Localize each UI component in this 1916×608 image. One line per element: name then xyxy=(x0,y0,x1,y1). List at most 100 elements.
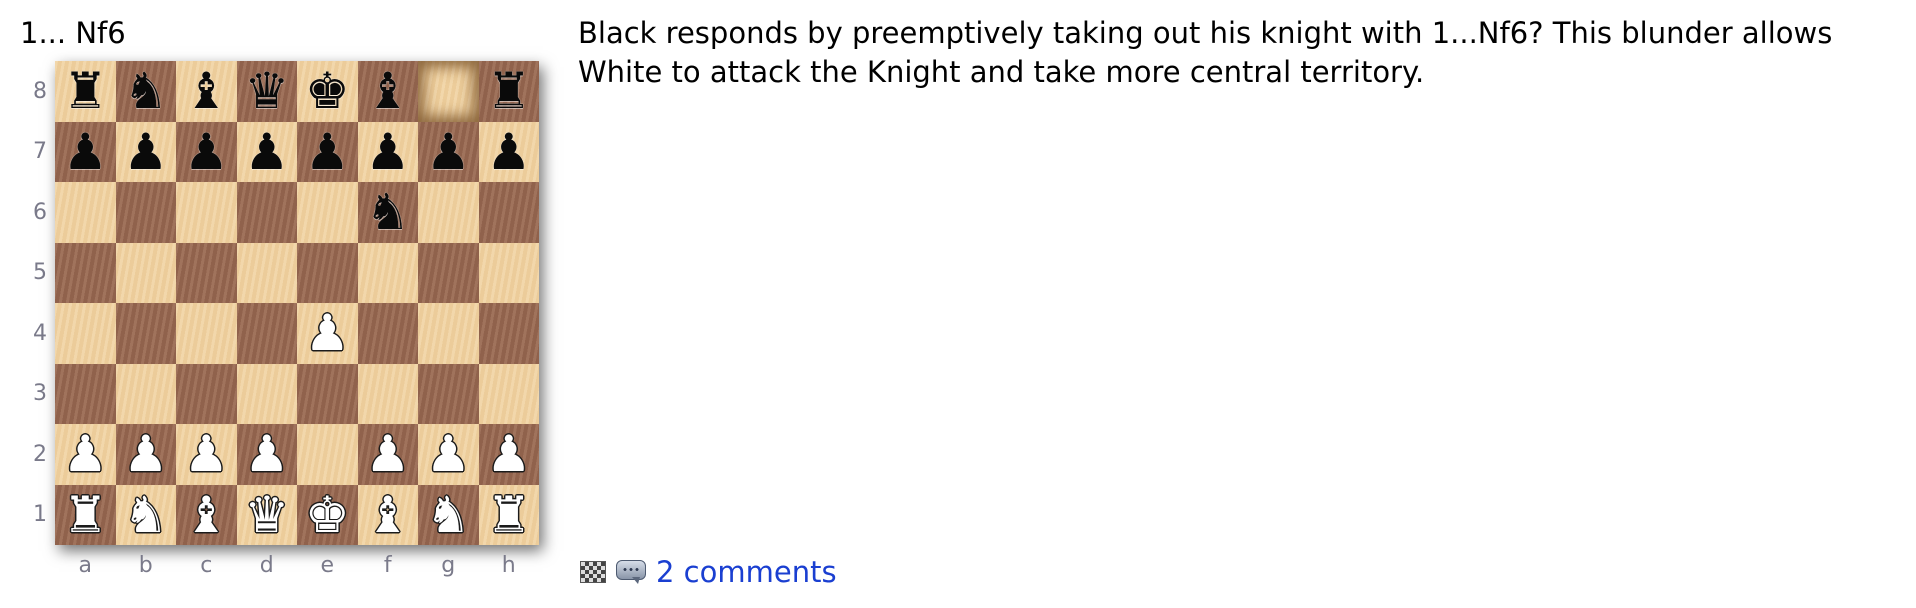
square-e4[interactable]: ♟ xyxy=(297,303,358,364)
white-pawn-icon[interactable]: ♟ xyxy=(244,425,290,484)
square-d8[interactable]: ♛ xyxy=(236,61,297,122)
white-pawn-icon[interactable]: ♟ xyxy=(123,425,169,484)
square-c8[interactable]: ♝ xyxy=(176,61,237,122)
square-b2[interactable]: ♟ xyxy=(115,424,176,485)
black-pawn-icon[interactable]: ♟ xyxy=(425,122,471,181)
square-c2[interactable]: ♟ xyxy=(176,424,237,485)
square-b5[interactable] xyxy=(115,242,176,303)
white-pawn-icon[interactable]: ♟ xyxy=(425,425,471,484)
square-a6[interactable] xyxy=(55,182,116,243)
chessboard-icon[interactable] xyxy=(580,561,606,583)
square-a7[interactable]: ♟ xyxy=(55,121,116,182)
black-pawn-icon[interactable]: ♟ xyxy=(365,122,411,181)
square-f5[interactable] xyxy=(357,242,418,303)
white-pawn-icon[interactable]: ♟ xyxy=(183,425,229,484)
square-g4[interactable] xyxy=(418,303,479,364)
black-pawn-icon[interactable]: ♟ xyxy=(304,122,350,181)
square-f6[interactable]: ♞ xyxy=(357,182,418,243)
black-rook-icon[interactable]: ♜ xyxy=(62,62,108,121)
square-a2[interactable]: ♟ xyxy=(55,424,116,485)
square-c7[interactable]: ♟ xyxy=(176,121,237,182)
square-h3[interactable] xyxy=(478,363,539,424)
black-queen-icon[interactable]: ♛ xyxy=(244,62,290,121)
square-f7[interactable]: ♟ xyxy=(357,121,418,182)
board-grid[interactable]: ♜♞♝♛♚♝♜♟♟♟♟♟♟♟♟♞♟♟♟♟♟♟♟♟♜♞♝♛♚♝♞♜ xyxy=(55,61,539,545)
square-h1[interactable]: ♜ xyxy=(478,484,539,545)
white-bishop-icon[interactable]: ♝ xyxy=(365,485,411,544)
black-pawn-icon[interactable]: ♟ xyxy=(244,122,290,181)
square-d1[interactable]: ♛ xyxy=(236,484,297,545)
black-pawn-icon[interactable]: ♟ xyxy=(62,122,108,181)
white-knight-icon[interactable]: ♞ xyxy=(123,485,169,544)
square-e8[interactable]: ♚ xyxy=(297,61,358,122)
square-e2[interactable] xyxy=(297,424,358,485)
square-d5[interactable] xyxy=(236,242,297,303)
square-e5[interactable] xyxy=(297,242,358,303)
square-a3[interactable] xyxy=(55,363,116,424)
square-g6[interactable] xyxy=(418,182,479,243)
black-king-icon[interactable]: ♚ xyxy=(304,62,350,121)
white-knight-icon[interactable]: ♞ xyxy=(425,485,471,544)
square-f1[interactable]: ♝ xyxy=(357,484,418,545)
black-rook-icon[interactable]: ♜ xyxy=(486,62,532,121)
square-g2[interactable]: ♟ xyxy=(418,424,479,485)
square-e1[interactable]: ♚ xyxy=(297,484,358,545)
square-a8[interactable]: ♜ xyxy=(55,61,116,122)
white-king-icon[interactable]: ♚ xyxy=(304,485,350,544)
chessboard[interactable]: ♜♞♝♛♚♝♜♟♟♟♟♟♟♟♟♞♟♟♟♟♟♟♟♟♜♞♝♛♚♝♞♜ xyxy=(55,61,539,545)
white-bishop-icon[interactable]: ♝ xyxy=(183,485,229,544)
square-b4[interactable] xyxy=(115,303,176,364)
black-pawn-icon[interactable]: ♟ xyxy=(486,122,532,181)
black-pawn-icon[interactable]: ♟ xyxy=(183,122,229,181)
square-g5[interactable] xyxy=(418,242,479,303)
square-h4[interactable] xyxy=(478,303,539,364)
square-h5[interactable] xyxy=(478,242,539,303)
black-pawn-icon[interactable]: ♟ xyxy=(123,122,169,181)
square-e6[interactable] xyxy=(297,182,358,243)
square-h8[interactable]: ♜ xyxy=(478,61,539,122)
white-pawn-icon[interactable]: ♟ xyxy=(365,425,411,484)
square-g8[interactable] xyxy=(418,61,479,122)
square-b1[interactable]: ♞ xyxy=(115,484,176,545)
square-d7[interactable]: ♟ xyxy=(236,121,297,182)
square-g1[interactable]: ♞ xyxy=(418,484,479,545)
square-b6[interactable] xyxy=(115,182,176,243)
square-a4[interactable] xyxy=(55,303,116,364)
square-g3[interactable] xyxy=(418,363,479,424)
square-d2[interactable]: ♟ xyxy=(236,424,297,485)
square-b7[interactable]: ♟ xyxy=(115,121,176,182)
white-pawn-icon[interactable]: ♟ xyxy=(62,425,108,484)
square-c4[interactable] xyxy=(176,303,237,364)
square-d6[interactable] xyxy=(236,182,297,243)
square-b8[interactable]: ♞ xyxy=(115,61,176,122)
square-f4[interactable] xyxy=(357,303,418,364)
square-d4[interactable] xyxy=(236,303,297,364)
white-queen-icon[interactable]: ♛ xyxy=(244,485,290,544)
square-b3[interactable] xyxy=(115,363,176,424)
square-e3[interactable] xyxy=(297,363,358,424)
square-c5[interactable] xyxy=(176,242,237,303)
square-c3[interactable] xyxy=(176,363,237,424)
square-a5[interactable] xyxy=(55,242,116,303)
square-c6[interactable] xyxy=(176,182,237,243)
black-knight-icon[interactable]: ♞ xyxy=(365,183,411,242)
speech-bubble-icon[interactable] xyxy=(616,560,646,584)
comments-link[interactable]: 2 comments xyxy=(656,555,837,589)
square-h7[interactable]: ♟ xyxy=(478,121,539,182)
square-c1[interactable]: ♝ xyxy=(176,484,237,545)
black-knight-icon[interactable]: ♞ xyxy=(123,62,169,121)
black-bishop-icon[interactable]: ♝ xyxy=(183,62,229,121)
square-a1[interactable]: ♜ xyxy=(55,484,116,545)
square-f2[interactable]: ♟ xyxy=(357,424,418,485)
square-f8[interactable]: ♝ xyxy=(357,61,418,122)
square-h6[interactable] xyxy=(478,182,539,243)
white-pawn-icon[interactable]: ♟ xyxy=(486,425,532,484)
white-rook-icon[interactable]: ♜ xyxy=(62,485,108,544)
square-f3[interactable] xyxy=(357,363,418,424)
square-g7[interactable]: ♟ xyxy=(418,121,479,182)
white-rook-icon[interactable]: ♜ xyxy=(486,485,532,544)
square-h2[interactable]: ♟ xyxy=(478,424,539,485)
black-bishop-icon[interactable]: ♝ xyxy=(365,62,411,121)
square-e7[interactable]: ♟ xyxy=(297,121,358,182)
square-d3[interactable] xyxy=(236,363,297,424)
